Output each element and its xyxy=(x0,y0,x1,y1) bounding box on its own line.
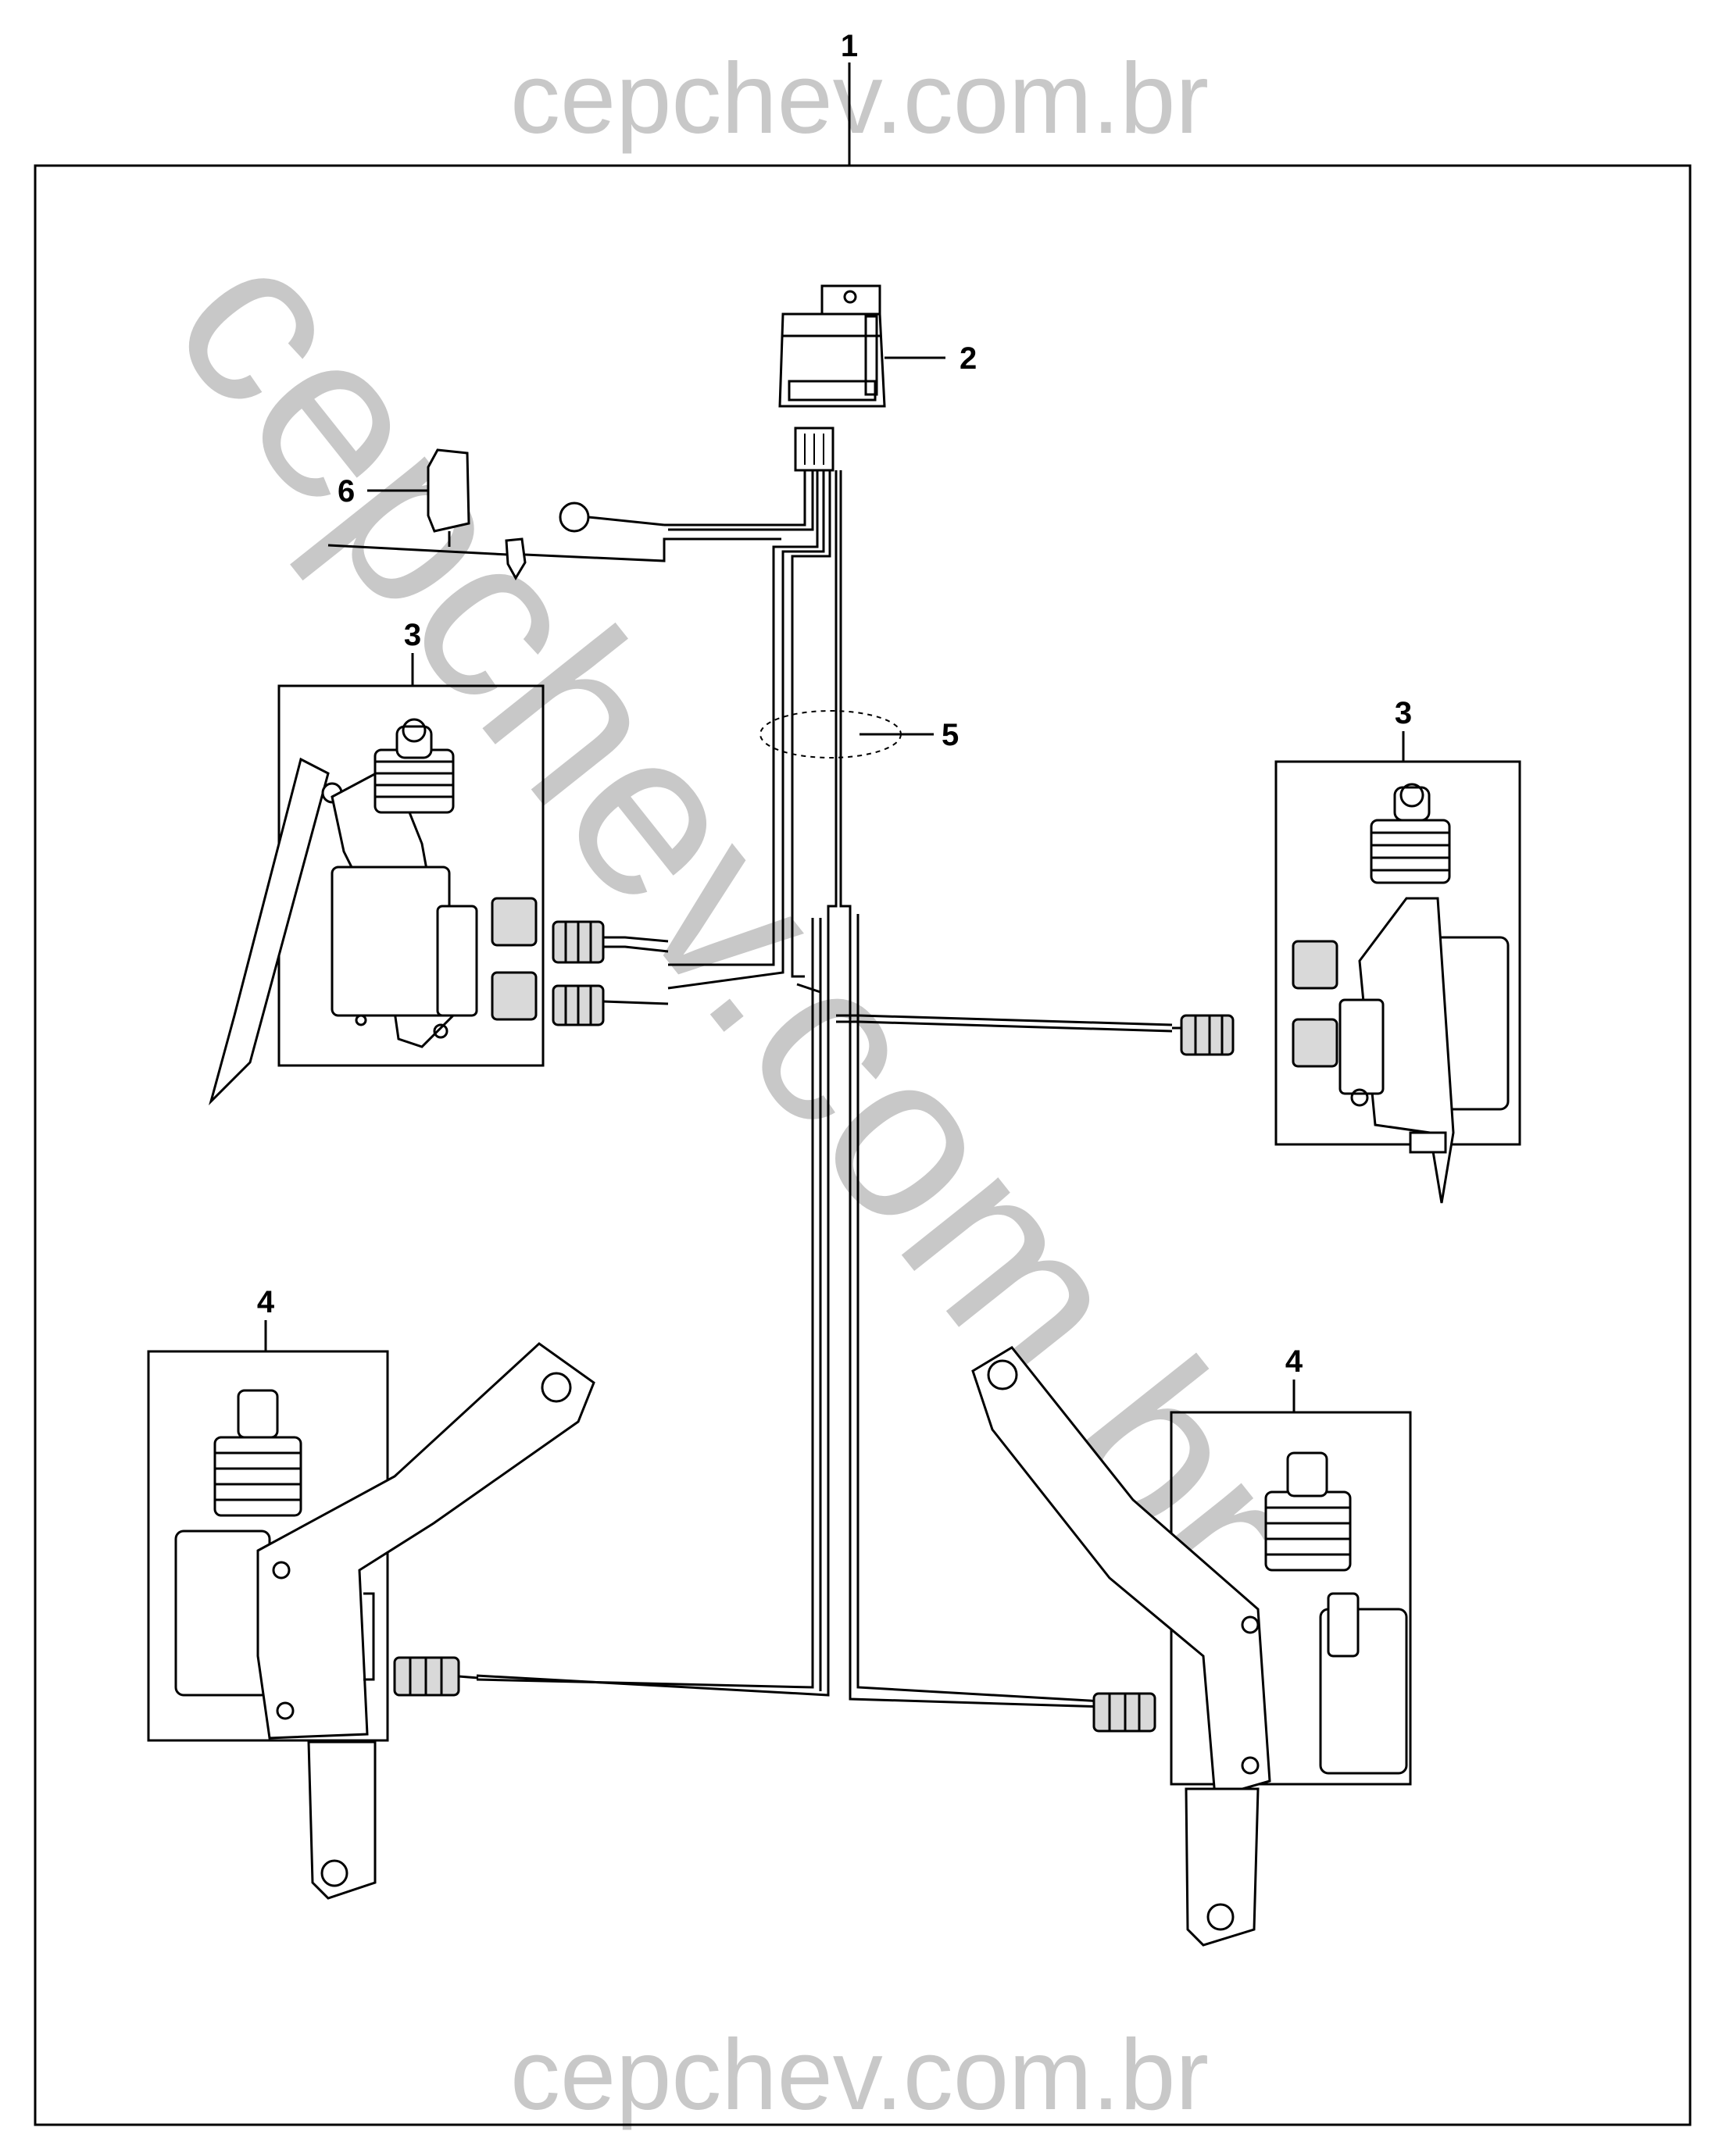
rear-actuator-right xyxy=(971,1346,1408,1947)
callout-front-left: 3 xyxy=(404,618,421,652)
control-module xyxy=(778,284,886,472)
callout-rear-left: 4 xyxy=(257,1285,275,1319)
watermark-bottom: cepchev.com.br xyxy=(510,2019,1209,2131)
callout-assembly: 1 xyxy=(841,29,858,63)
callout-front-right: 3 xyxy=(1395,696,1412,730)
diagram-frame xyxy=(34,164,1692,2126)
front-actuator-left xyxy=(209,718,538,1106)
front-actuator-right-box xyxy=(1274,760,1521,1146)
connector-right-front xyxy=(1172,1014,1235,1056)
callout-clip: 6 xyxy=(338,474,355,509)
callout-rear-right: 4 xyxy=(1285,1344,1303,1379)
connector-left-upper xyxy=(552,920,669,964)
watermark-top: cepchev.com.br xyxy=(510,43,1209,155)
callout-module: 2 xyxy=(960,341,977,376)
rear-actuator-left xyxy=(174,1342,595,1900)
connector-rear-right xyxy=(1092,1692,1156,1733)
connector-rear-left xyxy=(393,1656,479,1697)
callout-harness: 5 xyxy=(942,718,959,752)
wiring-harness xyxy=(327,470,1173,1708)
wire-clip xyxy=(427,448,470,547)
front-actuator-right xyxy=(1292,783,1510,1204)
connector-left-lower xyxy=(552,984,669,1026)
watermark-diagonal: cepchev.com.br xyxy=(124,196,1350,1641)
